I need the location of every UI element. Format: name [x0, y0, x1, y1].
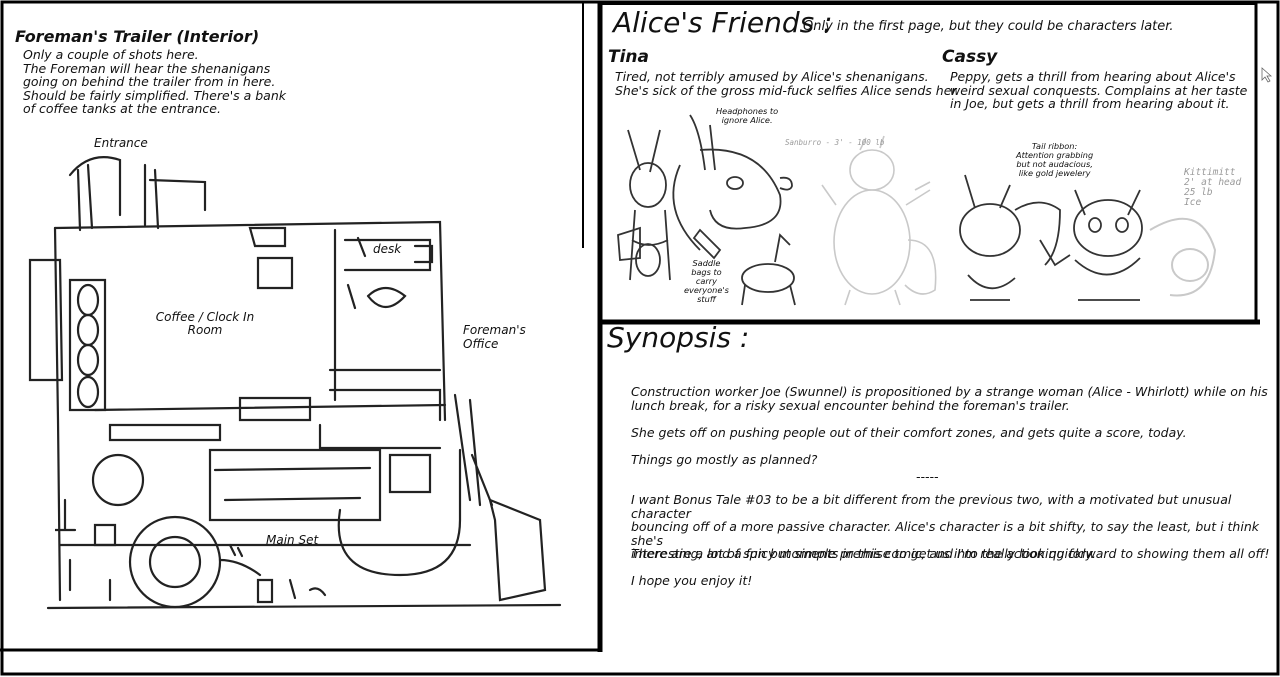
synopsis-paragraph-6: I hope you enjoy it! [631, 573, 753, 588]
synopsis-paragraph-2: She gets off on pushing people out of th… [631, 425, 1187, 440]
synopsis-paragraph-5: There are a lot of spicy moments in this… [631, 546, 1270, 561]
cassy-description: Peppy, gets a thrill from hearing about … [950, 69, 1248, 111]
label-coffee-room: Coffee / Clock In Room [155, 310, 255, 337]
tina-note-saddle: Saddle bags to carry everyone's stuff [684, 258, 729, 304]
tina-description: Tired, not terribly amused by Alice's sh… [615, 69, 960, 98]
tina-reference-text: Sanburro - 3' - 100 lb [785, 138, 885, 147]
friends-title: Alice's Friends : [613, 6, 833, 39]
floor-plan-sketch [28, 156, 562, 610]
trailer-title: Foreman's Trailer (Interior) [15, 27, 260, 46]
cassy-note-ribbon: Tail ribbon: Attention grabbing but not … [1016, 141, 1094, 178]
synopsis-paragraph-3: Things go mostly as planned? [631, 452, 818, 467]
synopsis-paragraph-1: Construction worker Joe (Swunnel) is pro… [631, 384, 1268, 413]
synopsis-divider: ----- [916, 469, 939, 484]
friends-subtitle: Only in the first page, but they could b… [803, 19, 1174, 34]
cassy-reference-text: Kittimitt 2' at head 25 lb Ice [1184, 167, 1242, 208]
synopsis-title: Synopsis : [607, 321, 750, 354]
label-desk: desk [373, 242, 402, 256]
synopsis-paragraph-4: I want Bonus Tale #03 to be a bit differ… [631, 492, 1259, 561]
tina-note-headphones: Headphones to ignore Alice. [716, 106, 779, 125]
tina-name: Tina [608, 47, 649, 67]
label-entrance: Entrance [94, 136, 148, 150]
label-main-set: Main Set [266, 533, 319, 547]
trailer-description: Only a couple of shots here. The Foreman… [23, 47, 287, 116]
label-foremans-office: Foreman's Office [463, 323, 526, 351]
cassy-name: Cassy [942, 47, 998, 67]
